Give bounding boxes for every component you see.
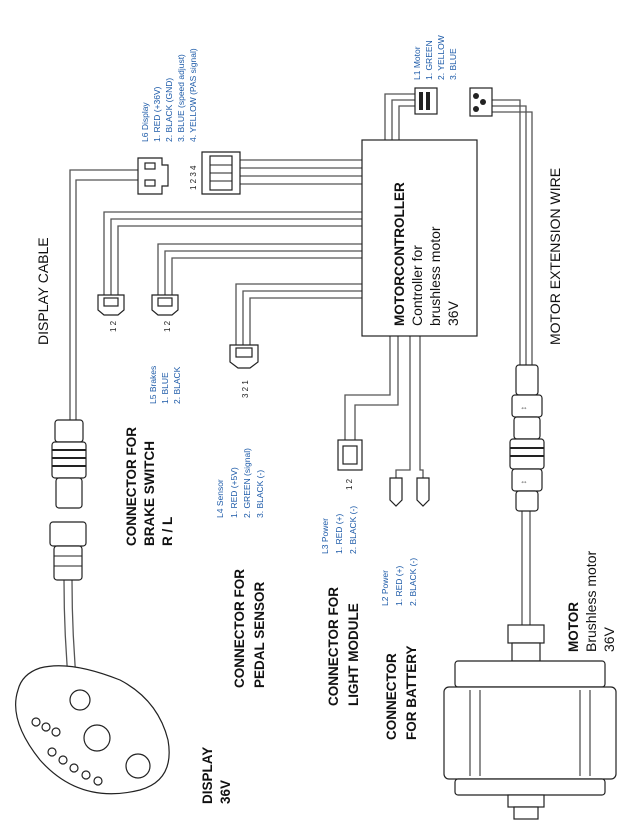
- l2-pin-1: 1. RED (+): [394, 565, 404, 606]
- brake-l-numbers: 1 2: [163, 320, 172, 332]
- l4-title: L4 Sensor: [215, 479, 225, 518]
- l5-heading-1: CONNECTOR FOR: [124, 427, 139, 546]
- display-cable-label: DISPLAY CABLE: [35, 237, 51, 345]
- l4-pin-2: 2. GREEN (signal): [242, 448, 252, 518]
- l2-pin-2: 2. BLACK (-): [408, 558, 418, 606]
- light-connector: [337, 439, 363, 471]
- l2-heading-2: FOR BATTERY: [404, 646, 419, 741]
- l1-lead-1: [384, 93, 415, 140]
- l5-heading-3: R / L: [160, 517, 175, 546]
- motor-title: MOTOR: [566, 602, 581, 652]
- display-labels: DISPLAY 36V: [200, 747, 233, 804]
- wires: [63, 93, 533, 701]
- display-button-bottom: [125, 753, 151, 779]
- brake-wire-r-b: [110, 218, 362, 295]
- l5-title: L5 Brakes: [148, 366, 158, 404]
- brake-connector-r: [97, 294, 125, 316]
- l4-pin-1: 1. RED (+5V): [229, 467, 239, 518]
- motor-extension-wire-c: [490, 111, 533, 365]
- brake-wire-l-c: [171, 257, 362, 295]
- brake-wire-r-a: [103, 211, 362, 295]
- l1-pin-1: 1. GREEN: [424, 40, 434, 80]
- controller-line-3: 36V: [445, 300, 461, 326]
- motor-controller-box: [361, 139, 478, 337]
- sensor-numbers: 3 2 1: [241, 380, 250, 398]
- l4-heading-1: CONNECTOR FOR: [232, 569, 247, 688]
- light-wire-a: [344, 336, 391, 440]
- svg-text:⇔: ⇔: [520, 477, 528, 486]
- l5-pin-2: 2. BLACK: [172, 366, 182, 404]
- motor-extension-wire-a: [490, 99, 521, 365]
- sensor-wire-2: [242, 290, 362, 345]
- motor-extension-label: MOTOR EXTENSION WIRE: [547, 168, 563, 345]
- l5-heading-2: BRAKE SWITCH: [142, 441, 157, 546]
- l6-connector: [137, 151, 241, 195]
- l2-labels: L2 Power 1. RED (+) 2. BLACK (-) CONNECT…: [380, 558, 419, 740]
- sensor-wire-1: [235, 283, 362, 345]
- brake-wire-r-c: [117, 225, 362, 295]
- l6-pin-2: 2. BLACK (GND): [164, 78, 174, 142]
- motor-line-1: Brushless motor: [583, 551, 599, 652]
- l1-title: L1 Motor: [412, 46, 422, 80]
- controller-labels: MOTORCONTROLLER Controller for brushless…: [392, 182, 461, 326]
- l5-pin-1: 1. BLUE: [160, 372, 170, 404]
- l1-pin-2: 2. YELLOW: [436, 35, 446, 80]
- light-numbers: 1 2: [345, 478, 354, 490]
- l6-pin-1: 1. RED (+36V): [152, 86, 162, 142]
- l1-lead-2: [391, 99, 415, 140]
- l3-pin-1: 1. RED (+): [334, 513, 344, 554]
- brake-wire-l-a: [157, 243, 362, 295]
- l3-heading-1: CONNECTOR FOR: [326, 587, 341, 706]
- display-unit: [15, 665, 170, 795]
- l6-title: L6 Display: [140, 102, 150, 142]
- l1-connector: [414, 87, 493, 117]
- battery-wire-a: [395, 336, 411, 478]
- controller-title: MOTORCONTROLLER: [392, 182, 407, 326]
- l1-lead-3: [398, 105, 415, 140]
- motor-line-2: 36V: [601, 626, 617, 652]
- l6-numbers: 1 2 3 4: [189, 165, 198, 190]
- display-cable-wire-a: [69, 169, 142, 420]
- battery-wire-b: [419, 336, 424, 478]
- hub-motor: [443, 624, 617, 820]
- display-title: DISPLAY: [200, 747, 215, 804]
- brake-r-numbers: 1 2: [109, 320, 118, 332]
- l4-heading-2: PEDAL SENSOR: [252, 581, 267, 688]
- display-button-main: [83, 724, 111, 752]
- l2-title: L2 Power: [380, 570, 390, 606]
- l3-title: L3 Power: [320, 518, 330, 554]
- brake-connector-l: [151, 294, 179, 316]
- l2-heading-1: CONNECTOR: [384, 653, 399, 740]
- controller-rect: [361, 139, 478, 337]
- sensor-wire-3: [249, 297, 362, 345]
- l4-pin-3: 3. BLACK (-): [255, 470, 265, 518]
- brake-wire-l-b: [164, 250, 362, 295]
- motor-extension-plug: ⇔ ⇔: [509, 364, 545, 512]
- l3-labels: 1 2 L3 Power 1. RED (+) 2. BLACK (-) CON…: [320, 478, 361, 706]
- display-plug: [49, 419, 87, 581]
- svg-text:⇔: ⇔: [520, 403, 528, 412]
- light-wire-b: [354, 336, 399, 440]
- l1-pin-3: 3. BLUE: [448, 48, 458, 80]
- l6-pin-3: 3. BLUE (speed adjust): [176, 54, 186, 142]
- motor-labels: MOTOR Brushless motor 36V: [566, 551, 617, 652]
- display-voltage: 36V: [218, 780, 233, 804]
- battery-connectors: [389, 477, 430, 507]
- display-button-top: [69, 689, 91, 711]
- sensor-connector: [229, 344, 259, 369]
- controller-line-2: brushless motor: [427, 226, 443, 326]
- l6-pin-4: 4. YELLOW (PAS signal): [188, 48, 198, 142]
- l4-labels: 3 2 1 L4 Sensor 1. RED (+5V) 2. GREEN (s…: [215, 380, 267, 688]
- l3-pin-2: 2. BLACK (-): [348, 506, 358, 554]
- l6-labels: L6 Display 1. RED (+36V) 2. BLACK (GND) …: [140, 48, 198, 190]
- l3-heading-2: LIGHT MODULE: [346, 603, 361, 706]
- display-cable-wire-b: [75, 179, 142, 420]
- l1-labels: L1 Motor 1. GREEN 2. YELLOW 3. BLUE: [412, 35, 458, 80]
- motor-extension-wire-b: [490, 105, 527, 365]
- l5-labels: L5 Brakes 1. BLUE 2. BLACK CONNECTOR FOR…: [124, 366, 182, 546]
- controller-line-1: Controller for: [409, 245, 425, 326]
